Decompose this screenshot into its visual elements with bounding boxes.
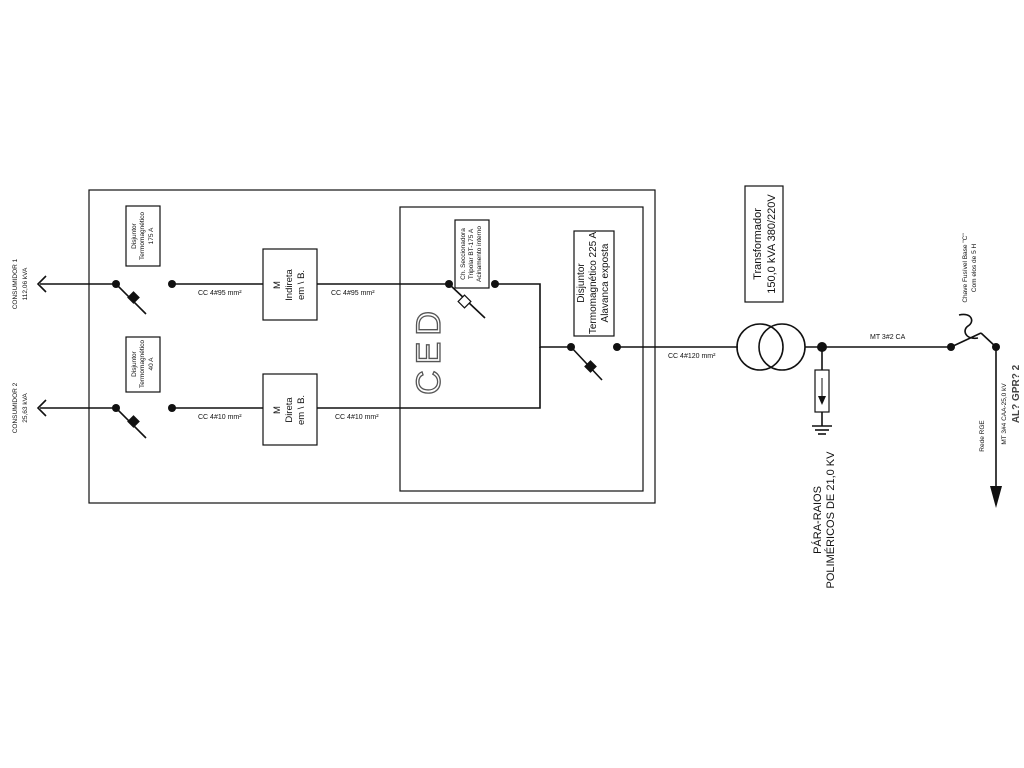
consumer-2-label: CONSUMIDOR 2 25,63 kVA [12,382,29,433]
breaker-1-line3: 175 A [148,227,155,244]
transformer-label: Transformador 150,0 kVA 380/220V [752,194,778,294]
switch-line3: Acinamento interno [476,226,483,282]
breaker-1-line2: Termomagnético [139,212,146,260]
switch-label-box [454,219,490,289]
cable-mt-label: MT 3#2 CA [870,334,906,341]
consumer-2-arrow-icon [36,399,47,417]
network-arrow-icon [990,486,1002,508]
breaker-2-line3: 40 A [148,357,155,371]
consumer-2-load: 25,63 kVA [22,393,29,423]
meter-1-line3: em \ B. [296,270,307,300]
main-breaker-line1: Disjuntor [576,263,587,303]
transformer-line1: Transformador [752,208,764,280]
bus-link-lower [317,347,541,409]
breaker-1-line1: Disjuntor [131,222,138,248]
switch-line1: Ch. Seccionadora [460,228,467,280]
main-breaker-line2: Termomagnético 225 A [588,232,599,335]
bus-link-upper [495,283,571,348]
switch-actuator-icon [457,294,472,309]
consumer-1-arrow-icon [36,275,47,293]
meter-1-box [262,248,318,321]
breaker-2-label-box [125,336,161,393]
cable-main-label: CC 4#120 mm² [668,353,716,360]
transformer-secondary-coil [758,323,806,371]
switch-line2: Tripolar BT-175 A [468,228,475,279]
breaker-2-actuator-icon [127,415,140,428]
meter-1-line2: Indireta [284,268,295,300]
fuse-blade [950,332,982,348]
consumer-1-label: CONSUMIDOR 1 112,06 kVA [12,258,29,309]
consumer-1-load: 112,06 kVA [22,267,29,300]
breaker-2-line2: Termomagnético [139,340,146,388]
surge-arrester-label: PÁRA-RAIOS POLIMÉRICOS DE 21,0 KV [811,451,837,589]
surge-line1: PÁRA-RAIOS [811,486,824,554]
fuse-label: Chave Fusível Base "C" Com elos de 5 H [962,233,978,303]
meter-2-label: M Direta em \ B. [272,395,307,425]
fuse-element-icon [958,313,979,340]
fuse-line2: Com elos de 5 H [971,243,978,292]
main-breaker-label-box [573,230,615,337]
meter-1-line1: M [272,281,283,289]
meter-2-line1: M [272,406,283,414]
cable-c2-in-label: CC 4#10 mm² [198,414,242,421]
main-breaker-blade [570,346,603,381]
surge-arrester-arrow-icon [818,396,826,405]
breaker-1-label-box [125,205,161,267]
meter-1-label: M Indireta em \ B. [272,268,307,300]
transformer-label-box [744,185,784,303]
cable-c1-in-label: CC 4#95 mm² [198,290,242,297]
network-cable: MT 3#4 CAA-25,0 kV [1001,383,1008,445]
meter-2-line2: Direta [284,397,295,423]
network-tag: AL? GPR? 2 [1011,364,1022,423]
main-breaker-label: Disjuntor Termomagnético 225 A Alavanca … [576,232,611,335]
breaker-1-actuator-icon [127,291,140,304]
meter-2-box [262,373,318,446]
transformer-primary-coil [736,323,784,371]
surge-line2: POLIMÉRICOS DE 21,0 KV [824,451,837,589]
consumer-2-name: CONSUMIDOR 2 [12,382,19,433]
cable-c1-out-label: CC 4#95 mm² [331,290,375,297]
main-breaker-line3: Alavanca exposta [600,243,611,322]
meter-2-line3: em \ B. [296,395,307,425]
breaker-2-label: Disjuntor Termomagnético 40 A [131,340,155,388]
consumer-1-name: CONSUMIDOR 1 [12,258,19,309]
cable-c2-out-label: CC 4#10 mm² [335,414,379,421]
transformer-line2: 150,0 kVA 380/220V [766,194,778,294]
fuse-line1: Chave Fusível Base "C" [962,233,969,303]
ced-label: CED [410,305,448,395]
breaker-1-label: Disjuntor Termomagnético 175 A [131,212,155,260]
switch-label: Ch. Seccionadora Tripolar BT-175 A Acina… [460,226,483,282]
breaker-2-line1: Disjuntor [131,350,138,376]
network-name: Rede RGE [979,420,986,452]
